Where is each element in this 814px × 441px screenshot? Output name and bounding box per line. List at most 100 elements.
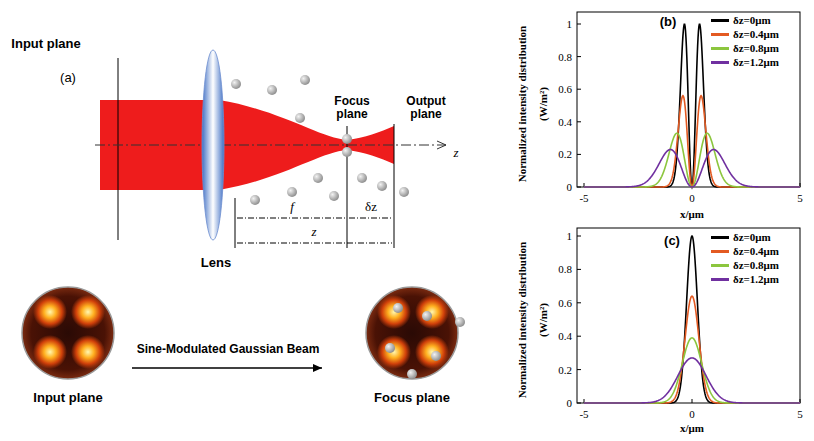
legend-swatch: [711, 264, 729, 267]
particle: [422, 311, 432, 321]
part-label: Focus plane: [374, 391, 450, 405]
part-label: Input plane: [11, 37, 80, 51]
dimension-line: [349, 218, 392, 219]
plot-frame: [577, 12, 800, 187]
particle: [250, 195, 260, 205]
tick-label: 5: [797, 192, 803, 204]
legend-swatch: [711, 278, 729, 281]
tick-label: -5: [579, 192, 588, 204]
intensity-curve: [584, 133, 800, 187]
dimension-label: δz: [365, 200, 377, 214]
dimension-label: f: [290, 200, 294, 214]
tick-label: 0.8: [558, 51, 572, 63]
part-label: Output plane: [398, 95, 454, 121]
input-beam-profile: [22, 287, 114, 379]
intensity-curve: [584, 236, 800, 403]
legend-swatch: [711, 47, 729, 50]
plot-frame: [577, 228, 800, 403]
tick-label: 0.2: [558, 148, 572, 160]
panel-tag: (b): [660, 15, 677, 29]
tick-label: 0.8: [558, 263, 572, 275]
tick-mark: [577, 187, 581, 188]
tick-mark: [577, 369, 581, 370]
tick-label: 5: [797, 408, 803, 420]
profile-disc: [366, 287, 458, 379]
particle: [377, 181, 387, 191]
tick-mark: [577, 269, 581, 270]
intensity-spot: [33, 335, 67, 369]
intensity-curve: [584, 338, 800, 403]
axis-title: (W/m²): [537, 87, 549, 121]
legend-swatch: [711, 250, 729, 253]
part-label: Sine-Modulated Gaussian Beam: [137, 343, 320, 356]
tick-label: 0: [689, 192, 695, 204]
axis-title: x/μm: [680, 422, 704, 434]
tick-mark: [577, 403, 581, 404]
legend-label: δz=0.8μm: [733, 259, 779, 271]
legend-label: δz=1.2μm: [733, 273, 779, 285]
input-plane-line: [118, 58, 119, 240]
axis-title: Normalized intensity distribution: [516, 25, 528, 181]
dimension-line: [237, 243, 392, 244]
tick-label: 0: [567, 397, 573, 409]
particle: [385, 343, 395, 353]
tick-mark: [577, 56, 581, 57]
tick-label: 0.6: [558, 297, 572, 309]
particle: [267, 85, 277, 95]
dimension-label: z: [453, 146, 458, 160]
axis-title: (W/m²): [537, 303, 549, 337]
part-label: Input plane: [33, 391, 102, 405]
particles: [231, 75, 409, 205]
tick-label: 0.2: [558, 364, 572, 376]
particle: [393, 303, 403, 313]
tick-mark: [577, 336, 581, 337]
legend-swatch: [711, 236, 729, 239]
tick-label: 0.6: [558, 83, 572, 95]
particle: [357, 173, 367, 183]
profile-disc: [22, 287, 114, 379]
particle: [342, 134, 352, 144]
legend-label: δz=0.4μm: [733, 28, 779, 40]
intensity-spot: [415, 295, 449, 329]
panel-tag: (c): [664, 234, 680, 248]
axis-title: Normalized intensity distribution: [516, 241, 528, 397]
part-label: Focus plane: [324, 95, 380, 121]
particle: [231, 79, 241, 89]
tick-label: -5: [579, 408, 588, 420]
particle: [342, 147, 352, 157]
intensity-curve: [584, 358, 800, 403]
tick-mark: [577, 302, 581, 303]
intensity-curve: [584, 24, 800, 187]
plot-panel: [577, 12, 800, 187]
intensity-spot: [415, 335, 449, 369]
particle: [313, 173, 323, 183]
axis-title: x/μm: [680, 208, 704, 220]
intensity-spot: [71, 295, 105, 329]
intensity-curve: [584, 296, 800, 403]
legend-label: δz=0μm: [733, 14, 771, 26]
dimension-line: [237, 218, 345, 219]
tick-label: 0: [689, 408, 695, 420]
particle: [407, 369, 417, 379]
particle: [329, 191, 339, 201]
tick-mark: [692, 399, 693, 403]
legend-label: δz=0μm: [733, 231, 771, 243]
focus-beam-profile: [366, 287, 465, 379]
tick-label: 1: [567, 230, 573, 242]
tick-label: 0.4: [558, 330, 572, 342]
transform-arrow: [132, 367, 322, 369]
particle: [300, 75, 310, 85]
tick-mark: [577, 154, 581, 155]
tick-label: 0: [567, 181, 573, 193]
legend-swatch: [711, 61, 729, 64]
dimension-label: z: [311, 225, 316, 239]
plot-panel: [577, 228, 800, 403]
intensity-spot: [377, 295, 411, 329]
particle: [455, 317, 465, 327]
dimension-tick: [235, 198, 236, 248]
particle: [287, 187, 297, 197]
